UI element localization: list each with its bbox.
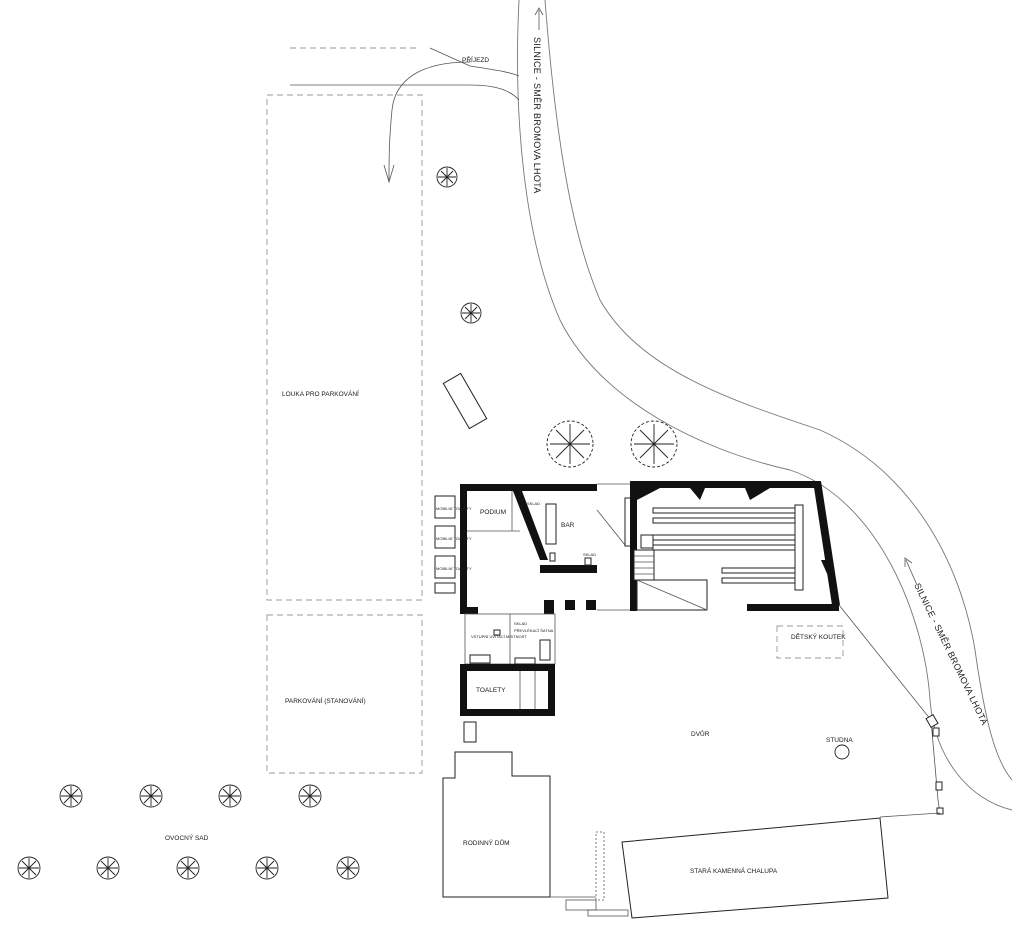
road bbox=[517, 0, 1012, 811]
driveway bbox=[290, 47, 520, 184]
podium-label: PODIUM bbox=[480, 509, 506, 516]
orchard-trees bbox=[17, 784, 360, 880]
road-arrow-top bbox=[534, 7, 544, 30]
bar-store-right-label: SKLAD bbox=[583, 552, 596, 557]
toilets-block bbox=[460, 664, 555, 743]
parking-camping-area bbox=[266, 614, 423, 774]
kids-corner-area bbox=[776, 625, 844, 659]
family-house bbox=[442, 751, 551, 898]
small-shed bbox=[442, 372, 488, 430]
courtyard-label: DVŮR bbox=[691, 729, 710, 738]
fence bbox=[838, 604, 944, 818]
well-label: STUDNA bbox=[826, 737, 853, 744]
steps bbox=[550, 831, 629, 917]
tree-3 bbox=[546, 420, 594, 468]
parking-meadow-area bbox=[266, 94, 423, 601]
parking-meadow-label: LOUKA PRO PARKOVÁNÍ bbox=[282, 389, 359, 398]
road-label-top: SILNICE - SMĚR BROMOVA LHOTA bbox=[532, 37, 542, 194]
mobile-toilets bbox=[434, 495, 456, 594]
mobile-toilet-label-1: MOBILNÍ TOALETY bbox=[436, 506, 472, 511]
driveway-label: PŘÍJEZD bbox=[462, 55, 489, 64]
road-edge-right bbox=[544, 0, 1012, 781]
mobile-toilet-label-3: MOBILNÍ TOALETY bbox=[436, 566, 472, 571]
well-marker bbox=[834, 744, 850, 760]
changing-room-label: PŘEVLÉKACÍ ŠATNA bbox=[514, 628, 554, 633]
bar-counter bbox=[545, 503, 557, 545]
tree-1 bbox=[436, 166, 458, 188]
bar-label: BAR bbox=[561, 522, 575, 529]
mobile-toilet-label-2: MOBILNÍ TOALETY bbox=[436, 536, 472, 541]
family-house-label: RODINNÝ DŮM bbox=[463, 838, 510, 847]
entrance-block bbox=[464, 613, 556, 665]
stairs bbox=[633, 534, 655, 581]
main-building: PODIUM BAR SKLAD SKLAD bbox=[460, 481, 840, 614]
orchard-label: OVOCNÝ SAD bbox=[165, 833, 209, 842]
toilets-label: TOALETY bbox=[476, 687, 506, 694]
stone-cottage bbox=[621, 817, 889, 919]
parking-camping-label: PARKOVÁNÍ (STANOVÁNÍ) bbox=[285, 696, 366, 705]
bar-store-top-label: SKLAD bbox=[527, 501, 540, 506]
road-arrow-right bbox=[904, 557, 918, 586]
entrance-room-label: VSTUPNÍ UVÍTACÍ MÍSTNOST bbox=[471, 634, 527, 639]
tree-4 bbox=[630, 420, 678, 468]
tree-2 bbox=[460, 302, 482, 324]
stone-cottage-label: STARÁ KAMENNÁ CHALUPA bbox=[690, 866, 778, 875]
table-rows bbox=[652, 504, 804, 591]
changing-store-label: SKLAD bbox=[514, 621, 527, 626]
kids-corner-label: DĚTSKÝ KOUTEK bbox=[791, 632, 846, 641]
road-edge-left bbox=[517, 0, 1012, 811]
